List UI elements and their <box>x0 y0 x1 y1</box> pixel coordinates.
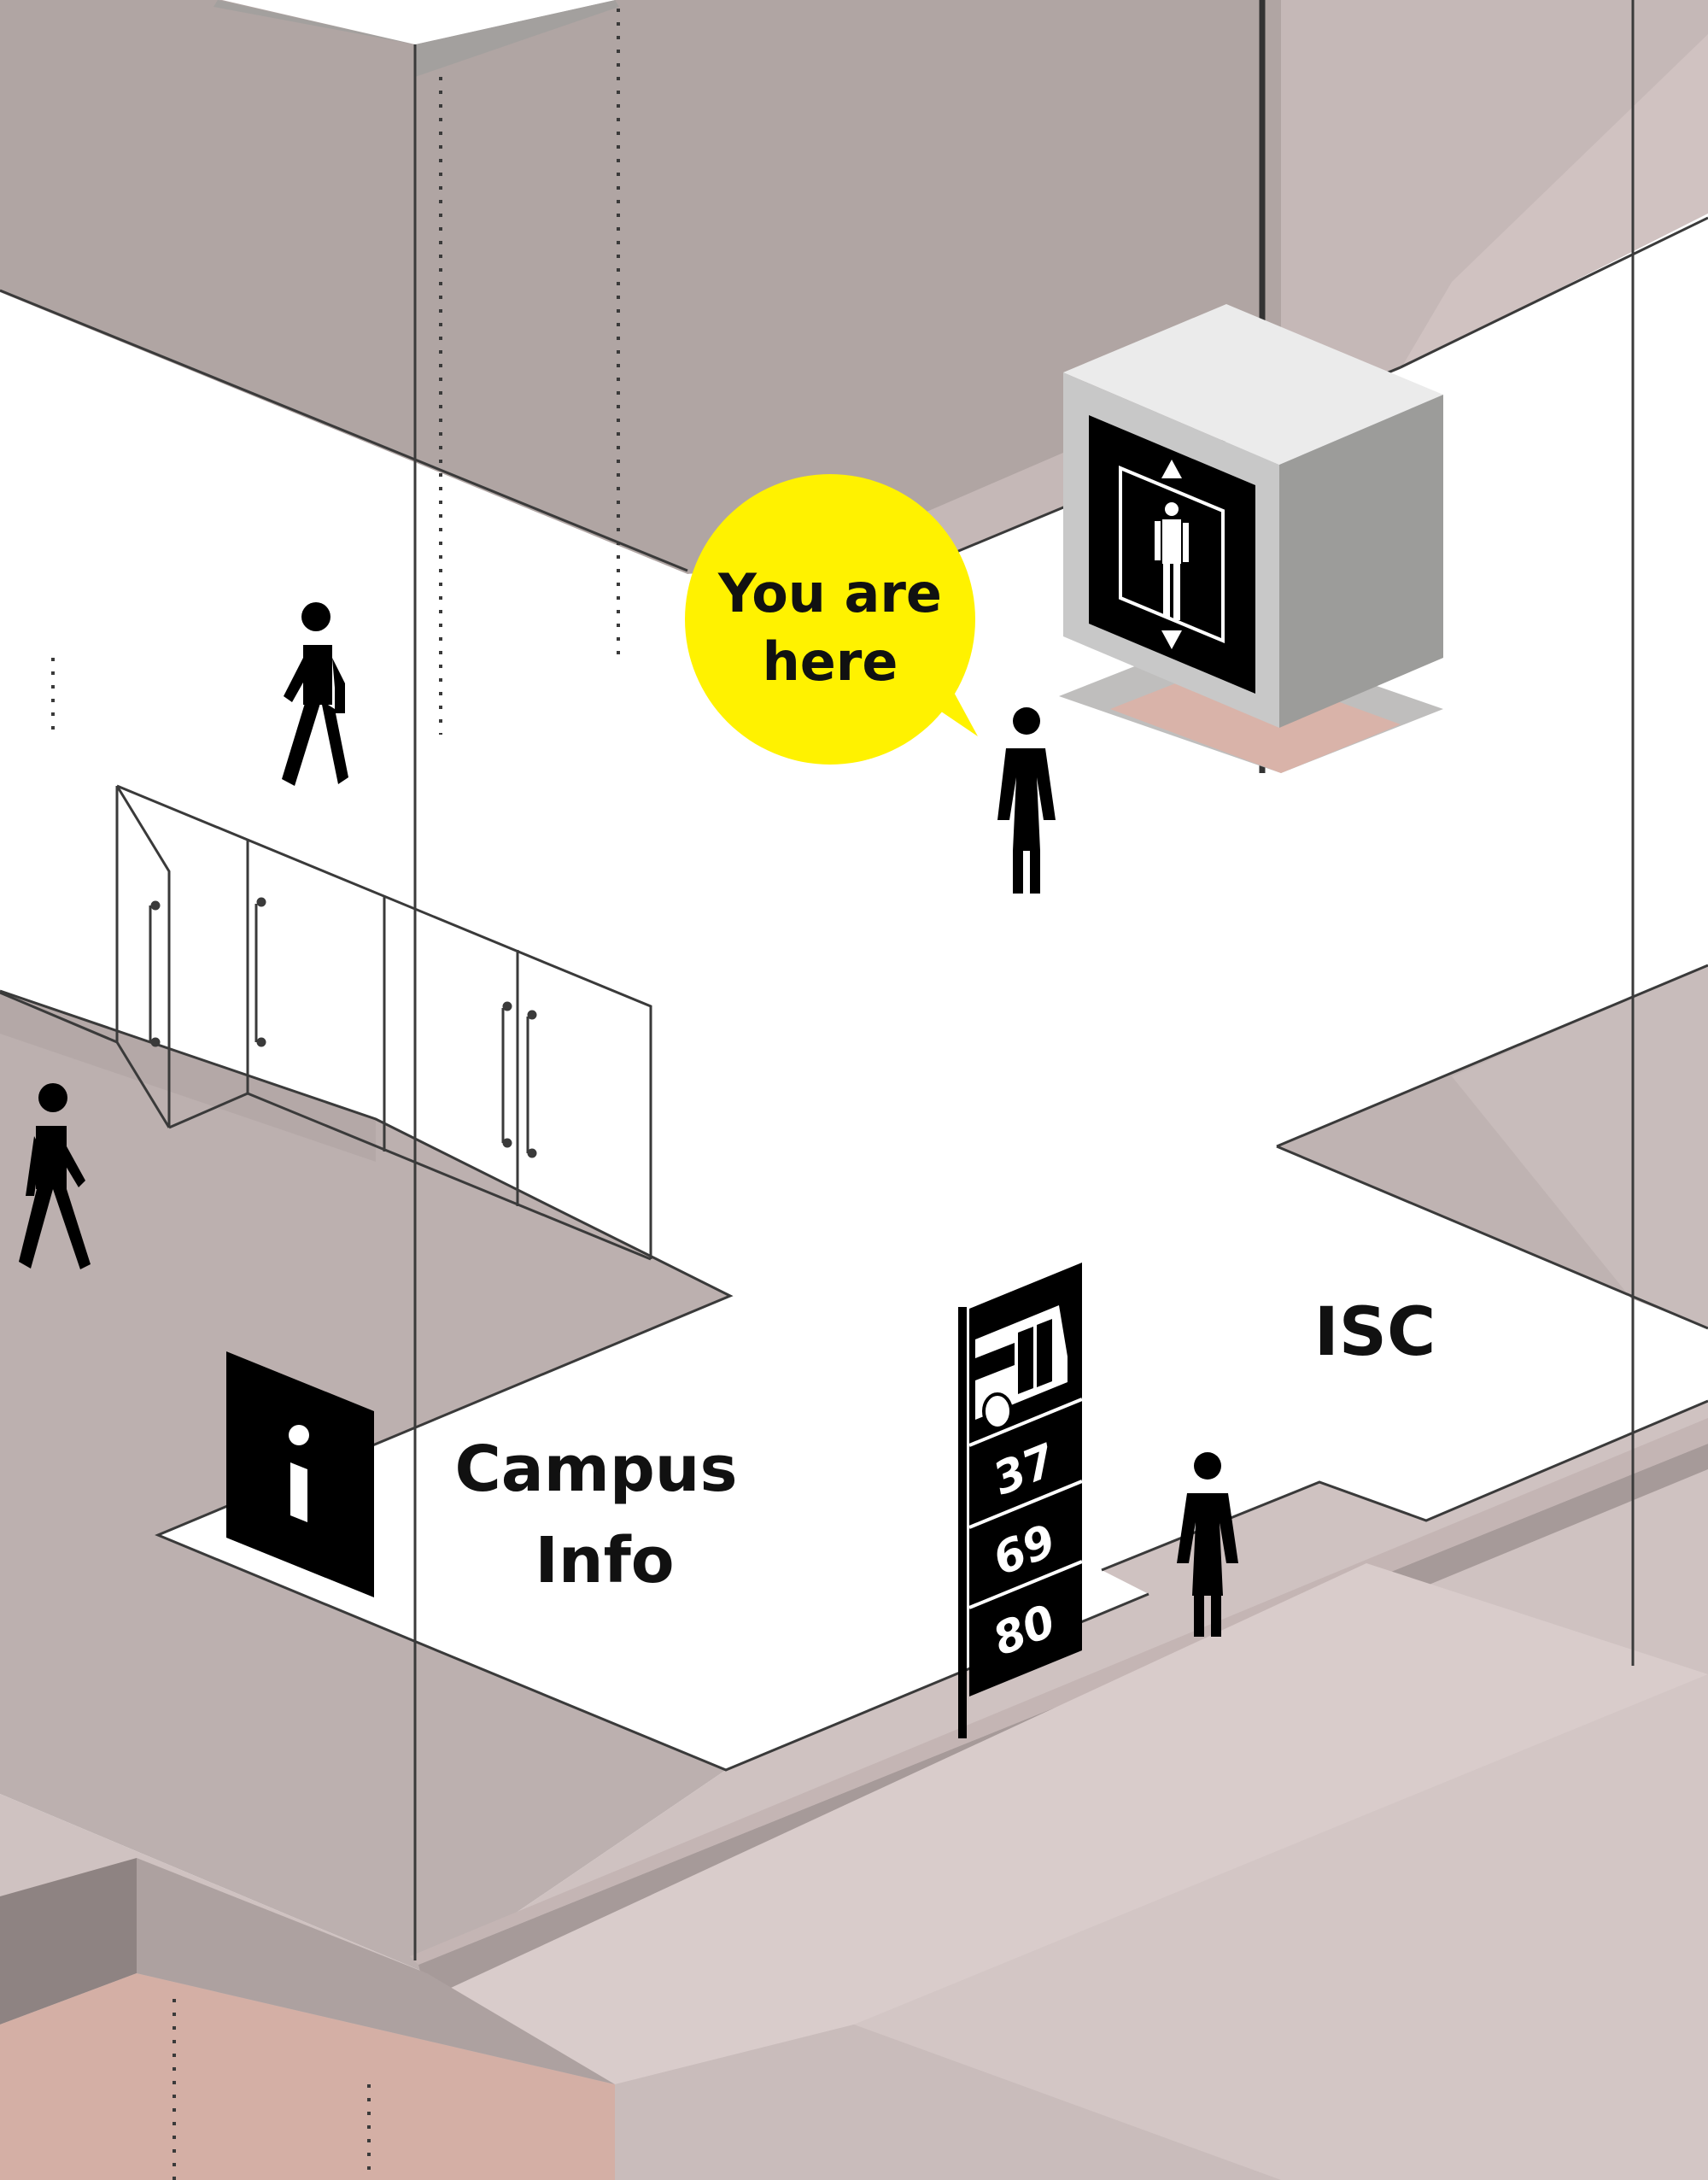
elevator-sign-box <box>1059 304 1443 773</box>
bus-stop-pole <box>958 1307 967 1738</box>
elevator-icon <box>1119 460 1225 649</box>
right-wall-wedge-light <box>1452 965 1708 1328</box>
you-are-here-marker: You are here <box>685 474 978 765</box>
bus-icon <box>975 1305 1068 1430</box>
lower-left-dark <box>0 1858 137 2025</box>
lower-right-slab <box>854 1674 1708 2180</box>
glass-doors <box>0 784 652 1261</box>
structure-lines <box>0 216 1708 1772</box>
dotted-lines <box>51 9 620 2180</box>
lower-left-floor <box>0 1973 615 2180</box>
door-handles <box>149 897 537 1158</box>
woman-icon-2 <box>1177 1452 1238 1637</box>
you-are-here-line2: here <box>763 630 898 693</box>
upper-right-wall-light <box>1401 34 1708 369</box>
walking-person-icon-2 <box>19 1083 91 1269</box>
lower-right-slab-light <box>427 1563 1708 2084</box>
information-icon <box>289 1425 309 1522</box>
campus-info-label-line2: Info <box>535 1524 674 1597</box>
you-are-here-line1: You are <box>717 562 942 624</box>
isc-label: ISC <box>1314 1294 1436 1371</box>
left-lower-wall <box>0 991 730 1973</box>
lower-center-step <box>615 2025 1281 2180</box>
woman-icon <box>997 707 1056 894</box>
lower-floor-ledge-top <box>410 1418 1708 1965</box>
campus-info-label-line1: Campus <box>454 1433 737 1506</box>
top-beam-top <box>222 0 615 44</box>
lower-left-face <box>137 1858 615 2084</box>
upper-right-wall <box>845 0 1708 552</box>
walking-person-icon <box>282 602 348 786</box>
